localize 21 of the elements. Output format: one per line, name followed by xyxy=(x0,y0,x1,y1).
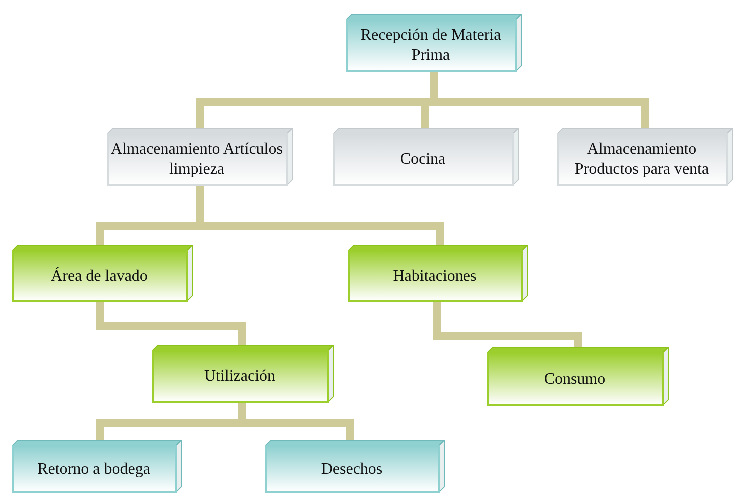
process-box xyxy=(265,440,445,493)
box-label: Cocina xyxy=(400,150,446,170)
process-box xyxy=(333,128,519,186)
process-box xyxy=(348,245,528,302)
process-box xyxy=(12,440,182,493)
process-box xyxy=(557,128,733,186)
box-label: Retorno a bodega xyxy=(38,460,150,480)
box-label: Área de lavado xyxy=(51,266,148,286)
process-box xyxy=(152,345,334,403)
box-label: Almacenamiento Productos para venta xyxy=(574,140,710,180)
box-label: Recepción de Materia Prima xyxy=(360,26,502,66)
box-label: Utilización xyxy=(204,367,276,387)
connector-line xyxy=(96,302,246,345)
box-label: Consumo xyxy=(544,370,606,390)
box-label: Habitaciones xyxy=(393,266,477,286)
box-label: Almacenamiento Artículos limpieza xyxy=(110,140,284,180)
process-box xyxy=(12,245,193,302)
process-box xyxy=(487,347,669,406)
box-label: Desechos xyxy=(321,460,383,480)
process-box xyxy=(346,14,522,72)
process-box xyxy=(107,128,293,186)
